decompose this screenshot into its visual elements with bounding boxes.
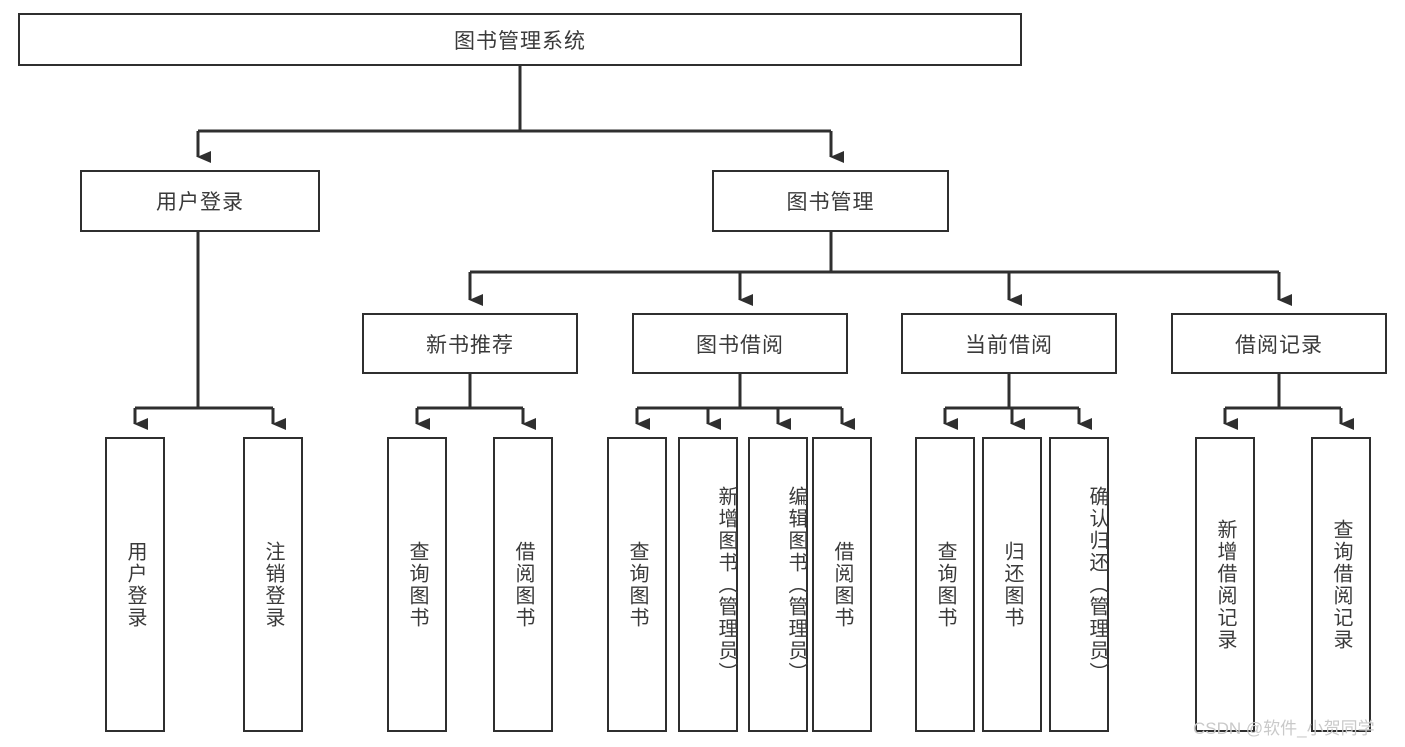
node-label: 编辑图书（管理员）	[785, 485, 807, 684]
node-label: 图书管理	[786, 191, 875, 214]
node-current-borrow[interactable]: 当前借阅	[901, 313, 1117, 374]
node-label: 借阅图书	[831, 540, 853, 629]
node-borrow-record[interactable]: 借阅记录	[1171, 313, 1387, 374]
node-leaf-query-book-1[interactable]: 查询图书	[387, 437, 447, 732]
node-label: 新书推荐	[426, 333, 514, 357]
node-new-book-recommend[interactable]: 新书推荐	[362, 313, 578, 374]
node-label: 新增图书（管理员）	[715, 485, 737, 684]
node-leaf-query-book-3[interactable]: 查询图书	[915, 437, 975, 732]
node-label: 归还图书	[1001, 540, 1023, 629]
node-label: 图书借阅	[696, 333, 784, 357]
node-leaf-borrow-book-2[interactable]: 借阅图书	[812, 437, 872, 732]
node-label: 用户登录	[124, 540, 146, 629]
node-label: 借阅记录	[1235, 333, 1323, 357]
node-leaf-logout-login[interactable]: 注销登录	[243, 437, 303, 732]
node-label: 图书管理系统	[454, 29, 586, 53]
node-label: 查询图书	[406, 540, 428, 629]
node-user-login[interactable]: 用户登录	[80, 170, 320, 232]
node-leaf-borrow-book-1[interactable]: 借阅图书	[493, 437, 553, 732]
node-root-system[interactable]: 图书管理系统	[18, 13, 1022, 66]
node-label: 新增借阅记录	[1214, 518, 1236, 651]
node-label: 查询图书	[626, 540, 648, 629]
node-leaf-query-book-2[interactable]: 查询图书	[607, 437, 667, 732]
node-leaf-add-book[interactable]: 新增图书（管理员）	[678, 437, 738, 732]
node-leaf-user-login[interactable]: 用户登录	[105, 437, 165, 732]
node-book-borrow[interactable]: 图书借阅	[632, 313, 848, 374]
node-label: 查询借阅记录	[1330, 518, 1352, 651]
node-leaf-return-book[interactable]: 归还图书	[982, 437, 1042, 732]
node-leaf-add-borrow-record[interactable]: 新增借阅记录	[1195, 437, 1255, 732]
node-label: 借阅图书	[512, 540, 534, 629]
node-label: 注销登录	[262, 540, 284, 629]
watermark: CSDN @软件_小贺同学	[1193, 719, 1375, 738]
node-book-manage[interactable]: 图书管理	[712, 170, 949, 232]
node-leaf-confirm-return[interactable]: 确认归还（管理员）	[1049, 437, 1109, 732]
node-label: 用户登录	[156, 191, 244, 214]
node-label: 当前借阅	[965, 333, 1053, 357]
node-label: 确认归还（管理员）	[1086, 485, 1108, 684]
node-leaf-edit-book[interactable]: 编辑图书（管理员）	[748, 437, 808, 732]
node-label: 查询图书	[934, 540, 956, 629]
node-leaf-query-borrow-record[interactable]: 查询借阅记录	[1311, 437, 1371, 732]
